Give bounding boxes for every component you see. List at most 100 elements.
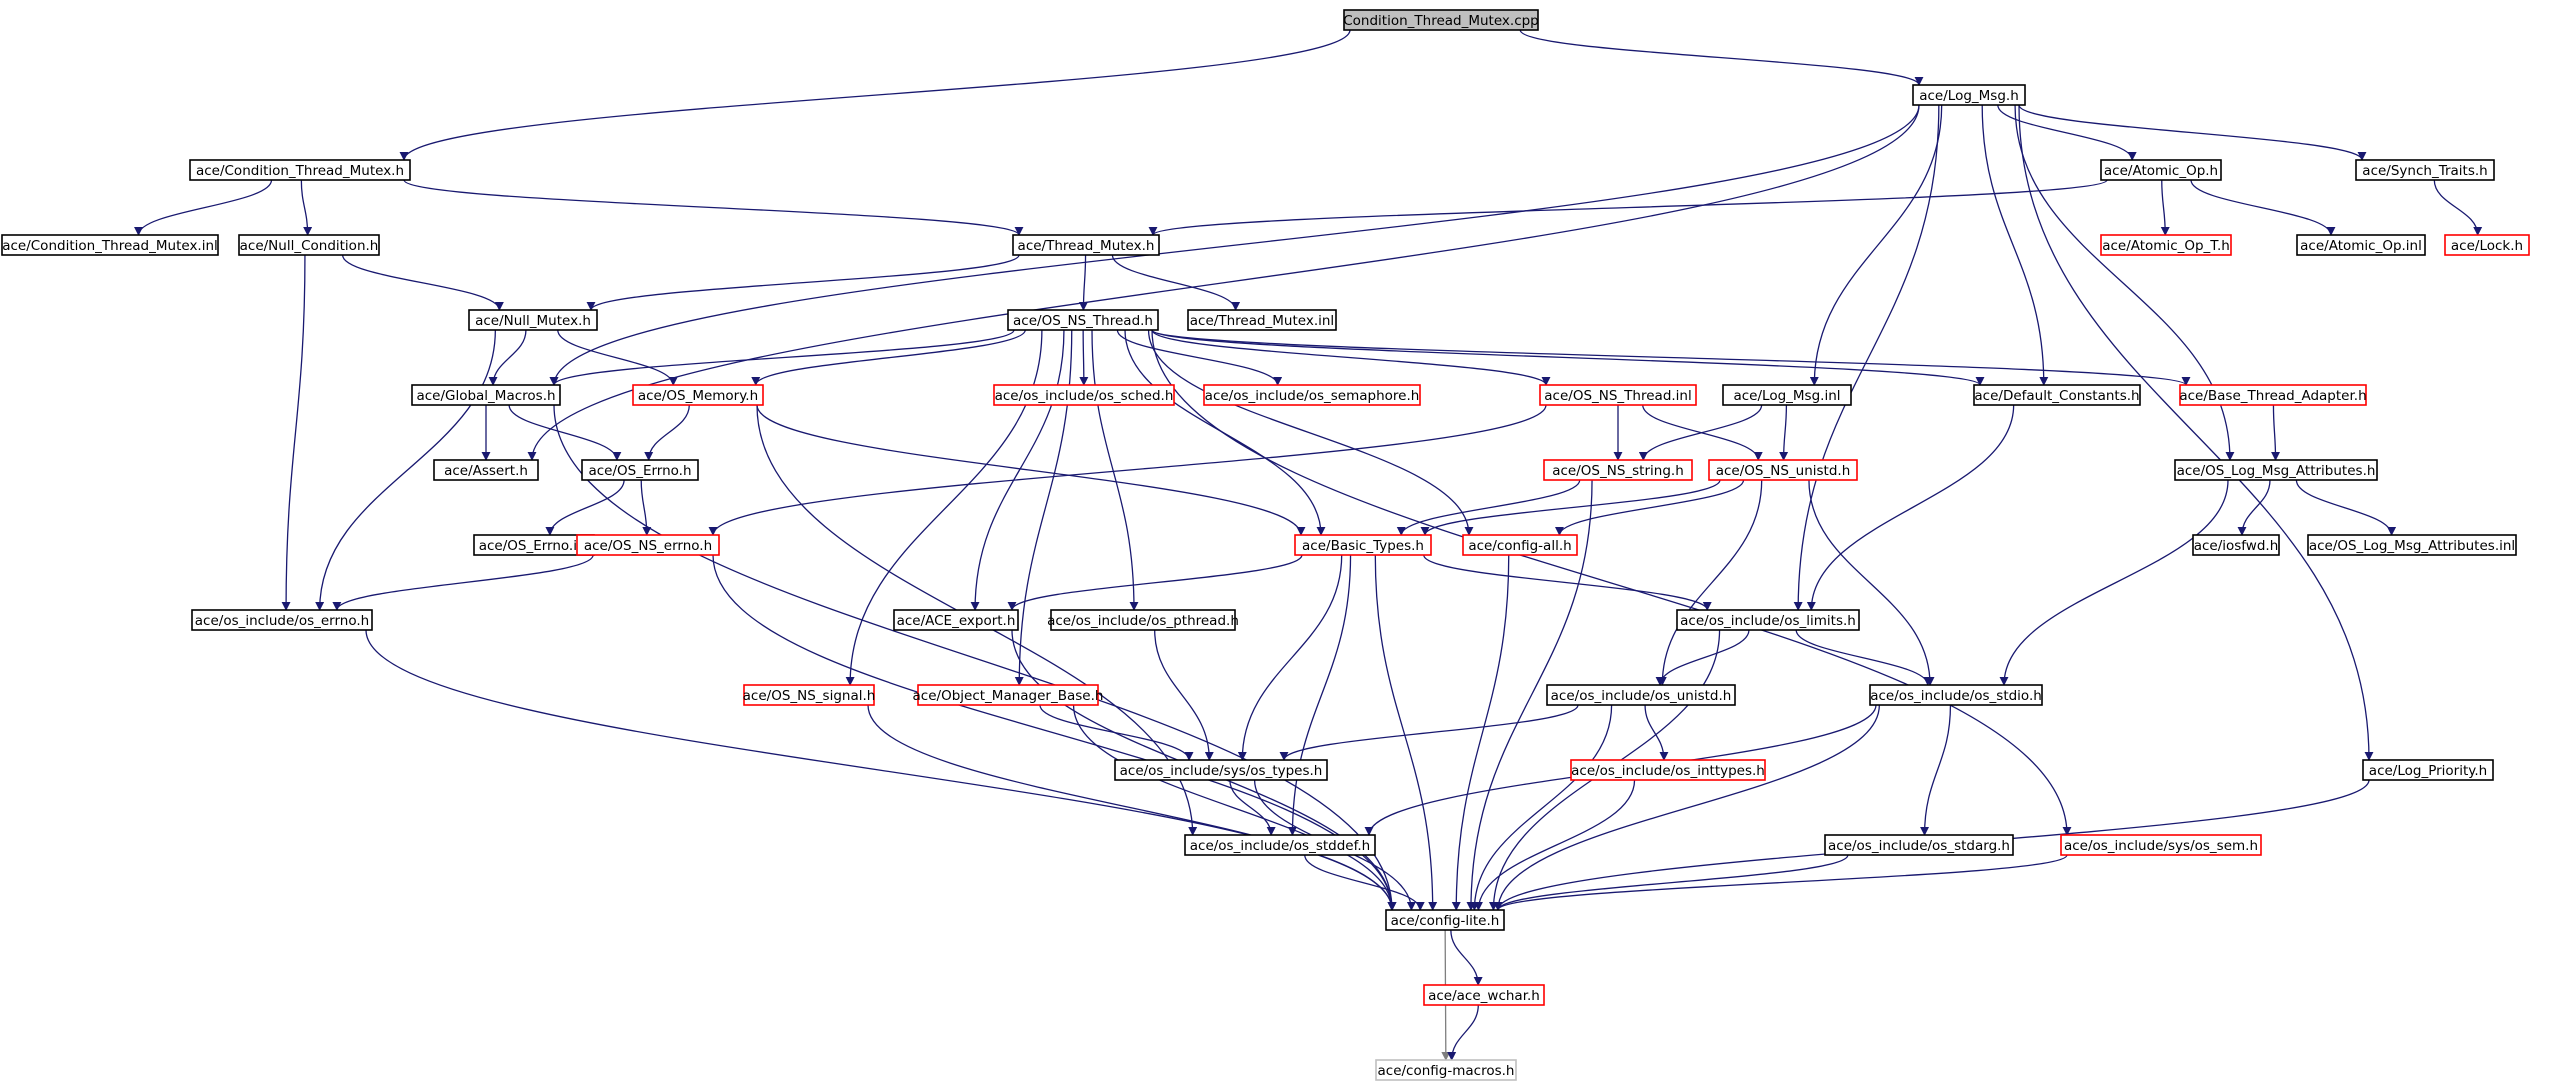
dependency-edge-log_msg_h-to-global_macros [549, 104, 1920, 386]
graph-node-thread-mutex-h[interactable]: ace/Thread_Mutex.h [1012, 234, 1160, 256]
graph-node-os-inc-errno[interactable]: ace/os_include/os_errno.h [191, 609, 373, 631]
node-box [1385, 909, 1505, 931]
graph-node-lock-h[interactable]: ace/Lock.h [2444, 234, 2530, 256]
node-box [1423, 984, 1545, 1006]
graph-node-atomic-op-h[interactable]: ace/Atomic_Op.h [2100, 159, 2222, 181]
graph-node-ace-wchar[interactable]: ace/ace_wchar.h [1423, 984, 1545, 1006]
graph-node-os-ns-string[interactable]: ace/OS_NS_string.h [1543, 459, 1693, 481]
node-label: ace/Thread_Mutex.inl [1190, 313, 1334, 329]
graph-node-os-semaphore[interactable]: ace/os_include/os_semaphore.h [1203, 384, 1421, 406]
graph-node-os-ns-signal[interactable]: ace/OS_NS_signal.h [743, 684, 876, 706]
dependency-edge-cond_h-to-cond_inl [133, 179, 273, 236]
graph-node-atomic-op-t[interactable]: ace/Atomic_Op_T.h [2100, 234, 2232, 256]
graph-node-os-ns-thread-h[interactable]: ace/OS_NS_Thread.h [1007, 309, 1159, 331]
dependency-edge-os_limits-to-os_unistd [1655, 629, 1750, 686]
dependency-edge-os_ns_thread_h-to-ace_export [970, 329, 1065, 611]
graph-node-os-ns-errno[interactable]: ace/OS_NS_errno.h [576, 534, 720, 556]
graph-node-sys-sem[interactable]: ace/os_include/sys/os_sem.h [2060, 834, 2262, 856]
graph-node-ace-export[interactable]: ace/ACE_export.h [893, 609, 1019, 631]
graph-node-global-macros[interactable]: ace/Global_Macros.h [411, 384, 561, 406]
graph-node-default-const[interactable]: ace/Default_Constants.h [1973, 384, 2141, 406]
dependency-edge-os_ns_thread_h-to-os_ns_signal [845, 329, 1043, 686]
graph-node-os-ns-thread-inl[interactable]: ace/OS_NS_Thread.inl [1539, 384, 1697, 406]
graph-node-os-pthread[interactable]: ace/os_include/os_pthread.h [1047, 609, 1239, 631]
dependency-edge-os_limits-to-os_stdio [1795, 629, 1933, 686]
node-box [743, 684, 875, 706]
graph-node-sys-types[interactable]: ace/os_include/sys/os_types.h [1114, 759, 1328, 781]
graph-node-cond-cpp[interactable]: Condition_Thread_Mutex.cpp [1343, 9, 1539, 31]
node-box [1912, 84, 2026, 106]
node-label: ace/Log_Msg.h [1919, 88, 2019, 104]
node-label: ace/OS_NS_string.h [1552, 463, 1684, 479]
graph-node-cond-inl[interactable]: ace/Condition_Thread_Mutex.inl [1, 234, 219, 256]
node-box [1294, 534, 1432, 556]
graph-node-synch-traits[interactable]: ace/Synch_Traits.h [2355, 159, 2495, 181]
graph-node-log-priority[interactable]: ace/Log_Priority.h [2362, 759, 2494, 781]
dependency-edge-os_stdio-to-config_lite [1493, 704, 1880, 911]
graph-node-os-stdio[interactable]: ace/os_include/os_stdio.h [1869, 684, 2043, 706]
dependency-edge-os_stdio-to-os_stdarg [1920, 704, 1952, 836]
dependency-edge-null_cond-to-null_mutex [341, 254, 504, 311]
graph-node-atomic-op-inl[interactable]: ace/Atomic_Op.inl [2296, 234, 2426, 256]
dependency-edge-null_cond-to-os_inc_errno [281, 254, 306, 611]
graph-node-basic-types[interactable]: ace/Basic_Types.h [1294, 534, 1432, 556]
graph-node-obj-mgr-base[interactable]: ace/Object_Manager_Base.h [913, 684, 1104, 706]
dependency-edge-os_errno_h-to-os_errno_inl [545, 479, 625, 536]
graph-node-log-msg-inl[interactable]: ace/Log_Msg.inl [1722, 384, 1852, 406]
dependency-edge-os_ns_thread_h-to-obj_mgr_base [1014, 329, 1073, 686]
graph-node-os-stddef[interactable]: ace/os_include/os_stddef.h [1184, 834, 1376, 856]
node-box [189, 159, 411, 181]
graph-node-os-stdarg[interactable]: ace/os_include/os_stdarg.h [1824, 834, 2014, 856]
graph-node-os-unistd[interactable]: ace/os_include/os_unistd.h [1546, 684, 1736, 706]
node-box [2296, 234, 2426, 256]
node-label: Condition_Thread_Mutex.cpp [1343, 13, 1539, 29]
graph-node-cond-h[interactable]: ace/Condition_Thread_Mutex.h [189, 159, 411, 181]
dependency-edge-log_msg_h-to-log_priority [2018, 104, 2374, 761]
node-box [1343, 9, 1539, 31]
dependency-edge-os_ns_thread_h-to-os_semaphore [1116, 329, 1283, 386]
graph-node-config-all[interactable]: ace/config-all.h [1462, 534, 1578, 556]
dependency-edge-cond_cpp-to-log_msg_h [1519, 29, 1924, 86]
node-box [2355, 159, 2495, 181]
dependency-edge-os_ns_thread_inl-to-os_ns_errno [708, 404, 1547, 536]
graph-node-config-lite[interactable]: ace/config-lite.h [1385, 909, 1505, 931]
dependency-edge-sys_types-to-os_stddef [1229, 779, 1276, 836]
node-label: ace/OS_Log_Msg_Attributes.inl [2309, 538, 2515, 554]
graph-node-os-inttypes[interactable]: ace/os_include/os_inttypes.h [1570, 759, 1766, 781]
node-box [576, 534, 720, 556]
dependency-edge-os_log_attr-to-iosfwd [2237, 479, 2271, 536]
node-box [2307, 534, 2517, 556]
graph-node-log-msg-h[interactable]: ace/Log_Msg.h [1912, 84, 2026, 106]
node-label: ace/os_include/os_inttypes.h [1571, 763, 1765, 779]
graph-node-os-log-attr-inl[interactable]: ace/OS_Log_Msg_Attributes.inl [2307, 534, 2517, 556]
graph-node-os-limits[interactable]: ace/os_include/os_limits.h [1676, 609, 1860, 631]
dependency-edge-atomic_op_h-to-atomic_op_inl [2190, 179, 2336, 236]
node-box [468, 309, 598, 331]
node-box [1375, 1059, 1517, 1081]
graph-node-os-memory[interactable]: ace/OS_Memory.h [632, 384, 764, 406]
node-label: ace/Synch_Traits.h [2362, 163, 2487, 179]
node-label: ace/OS_NS_signal.h [743, 688, 876, 704]
graph-node-null-cond[interactable]: ace/Null_Condition.h [238, 234, 380, 256]
node-box [1050, 609, 1236, 631]
node-box [993, 384, 1175, 406]
node-label: ace/Null_Mutex.h [475, 313, 591, 329]
node-label: ace/OS_NS_Thread.h [1013, 313, 1153, 329]
graph-node-config-macros[interactable]: ace/config-macros.h [1375, 1059, 1517, 1081]
node-label: ace/ace_wchar.h [1428, 988, 1540, 1004]
node-label: ace/Atomic_Op.h [2104, 163, 2218, 179]
graph-node-base-thread[interactable]: ace/Base_Thread_Adapter.h [2179, 384, 2367, 406]
graph-node-iosfwd[interactable]: ace/iosfwd.h [2192, 534, 2280, 556]
dependency-edge-os_unistd-to-sys_types [1279, 704, 1579, 761]
graph-node-assert-h[interactable]: ace/Assert.h [433, 459, 539, 481]
graph-node-os-ns-unistd[interactable]: ace/OS_NS_unistd.h [1708, 459, 1858, 481]
node-label: ace/os_include/os_semaphore.h [1205, 388, 1420, 404]
graph-node-os-errno-h[interactable]: ace/OS_Errno.h [581, 459, 699, 481]
dependency-edge-default_const-to-os_limits [1806, 404, 2015, 611]
dependency-edge-os_ns_thread_h-to-global_macros [549, 329, 1015, 386]
graph-node-os-errno-inl[interactable]: ace/OS_Errno.inl [473, 534, 595, 556]
graph-node-thread-mutex-inl[interactable]: ace/Thread_Mutex.inl [1187, 309, 1337, 331]
graph-node-os-log-attr[interactable]: ace/OS_Log_Msg_Attributes.h [2174, 459, 2378, 481]
graph-node-null-mutex[interactable]: ace/Null_Mutex.h [468, 309, 598, 331]
graph-node-os-sched[interactable]: ace/os_include/os_sched.h [993, 384, 1175, 406]
